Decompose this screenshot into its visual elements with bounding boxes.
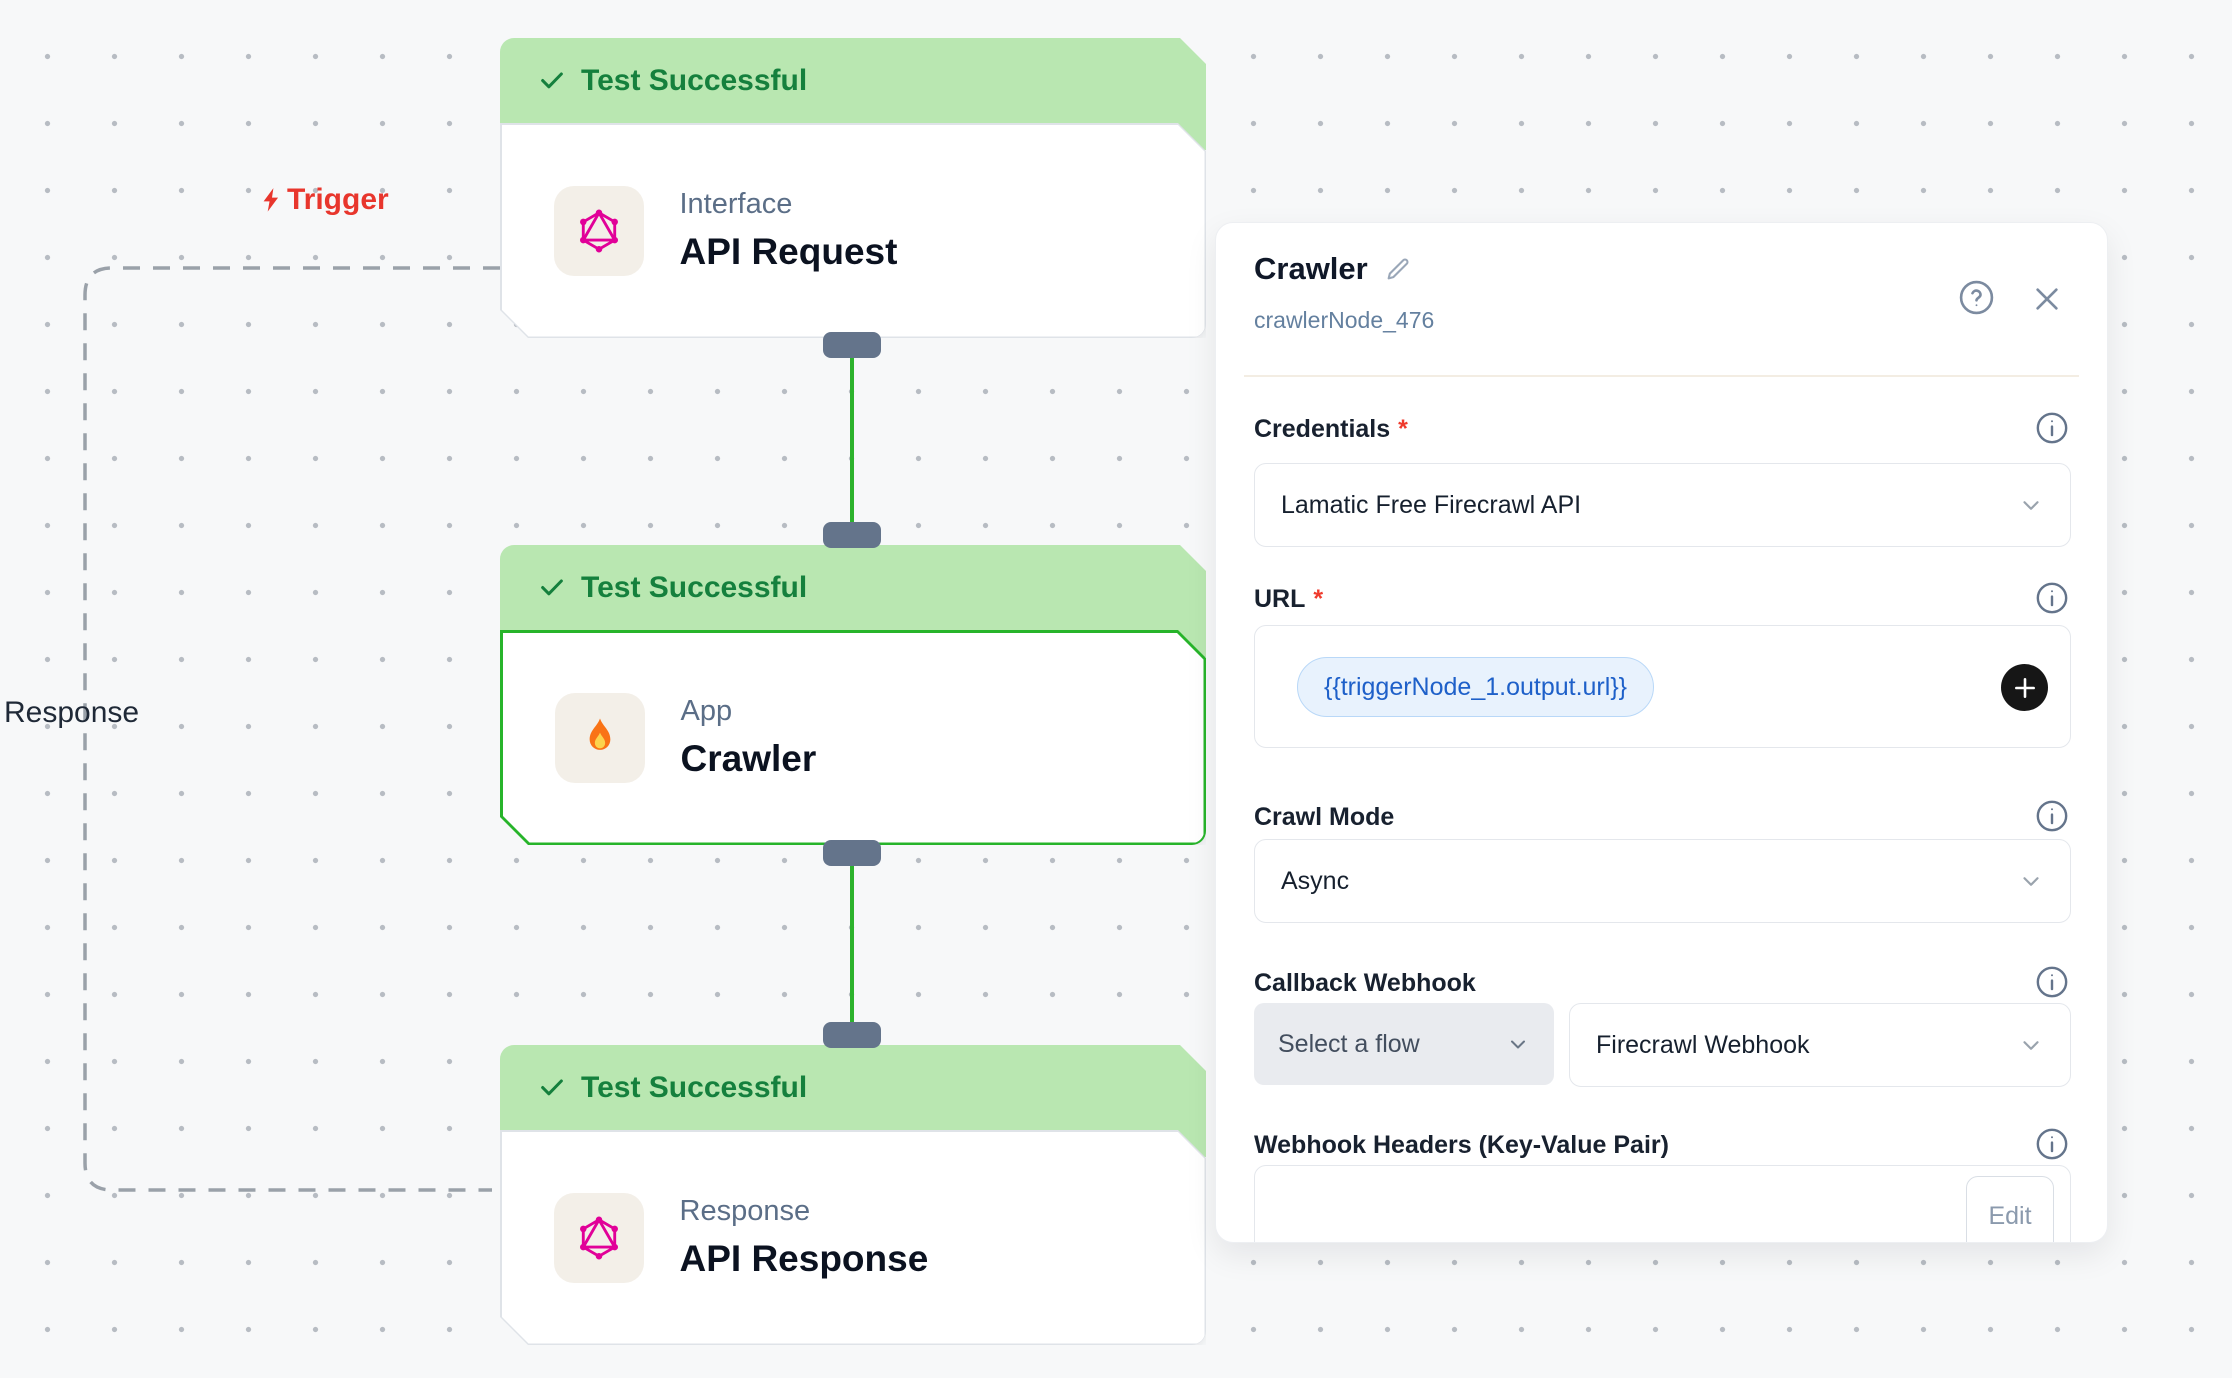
chevron-down-icon (1506, 1032, 1530, 1056)
info-icon[interactable] (2035, 799, 2069, 833)
input-handle-api-response[interactable] (823, 1022, 881, 1048)
url-input[interactable]: {{triggerNode_1.output.url}} (1254, 625, 2071, 748)
info-icon[interactable] (2035, 581, 2069, 615)
panel-node-id: crawlerNode_476 (1254, 307, 1435, 333)
graphql-icon (554, 186, 644, 276)
crawl-mode-value: Async (1281, 866, 1350, 895)
credentials-label: Credentials (1254, 415, 1391, 443)
node-category: App (680, 695, 733, 727)
crawl-mode-label: Crawl Mode (1254, 803, 1395, 831)
credentials-select[interactable]: Lamatic Free Firecrawl API (1254, 463, 2071, 547)
response-edge-label: Response (4, 696, 140, 729)
node-api-response[interactable]: Test Successful Response API Response (500, 1045, 1206, 1345)
check-icon (538, 574, 566, 602)
panel-title: Crawler (1254, 251, 1368, 286)
node-config-panel: Crawler crawlerNode_476 Credentials * L (1215, 222, 2108, 1243)
info-icon[interactable] (2035, 965, 2069, 999)
callback-webhook-label: Callback Webhook (1254, 969, 1476, 997)
info-icon[interactable] (2035, 1127, 2069, 1161)
node-crawler[interactable]: Test Successful App Crawler (500, 545, 1206, 845)
credentials-value: Lamatic Free Firecrawl API (1281, 490, 1582, 519)
webhook-select-value: Firecrawl Webhook (1596, 1030, 1810, 1059)
node-title: API Response (679, 1238, 929, 1279)
node-title: Crawler (680, 738, 817, 779)
node-title: API Request (679, 231, 898, 272)
required-marker: * (1313, 585, 1324, 613)
trigger-edge-text: Trigger (287, 183, 389, 216)
url-label: URL (1254, 585, 1306, 613)
crawl-mode-select[interactable]: Async (1254, 839, 2071, 923)
output-handle-crawler[interactable] (823, 840, 881, 866)
url-variable-chip[interactable]: {{triggerNode_1.output.url}} (1297, 657, 1655, 717)
help-icon[interactable] (1958, 279, 1995, 316)
output-handle-api-request[interactable] (823, 332, 881, 358)
graphql-icon (554, 1193, 644, 1283)
node-category: Response (679, 1195, 811, 1227)
flow-select[interactable]: Select a flow (1254, 1003, 1554, 1085)
node-status-text: Test Successful (581, 570, 808, 604)
close-icon[interactable] (2031, 283, 2063, 315)
plus-icon[interactable] (2001, 664, 2048, 711)
fire-icon (555, 693, 645, 783)
chevron-down-icon (2018, 868, 2044, 894)
edit-button[interactable]: Edit (1966, 1176, 2054, 1242)
trigger-response-dashed-edge (83, 266, 500, 1192)
flow-select-value: Select a flow (1278, 1029, 1420, 1058)
chevron-down-icon (2018, 1032, 2044, 1058)
check-icon (538, 1074, 566, 1102)
webhook-headers-field[interactable]: Edit (1254, 1165, 2071, 1242)
node-status-text: Test Successful (581, 63, 808, 97)
chevron-down-icon (2018, 492, 2044, 518)
node-api-request[interactable]: Test Successful Interface API Request (500, 38, 1206, 338)
panel-divider (1244, 375, 2079, 377)
trigger-edge-label: Trigger (258, 183, 389, 217)
pencil-icon[interactable] (1384, 255, 1412, 283)
node-status-text: Test Successful (581, 1070, 808, 1104)
required-marker: * (1398, 415, 1408, 443)
node-category: Interface (679, 188, 793, 220)
input-handle-crawler[interactable] (823, 522, 881, 548)
info-icon[interactable] (2035, 411, 2069, 445)
webhook-headers-label: Webhook Headers (Key-Value Pair) (1254, 1131, 1669, 1159)
check-icon (538, 67, 566, 95)
webhook-select[interactable]: Firecrawl Webhook (1569, 1003, 2071, 1087)
lightning-icon (258, 186, 286, 214)
